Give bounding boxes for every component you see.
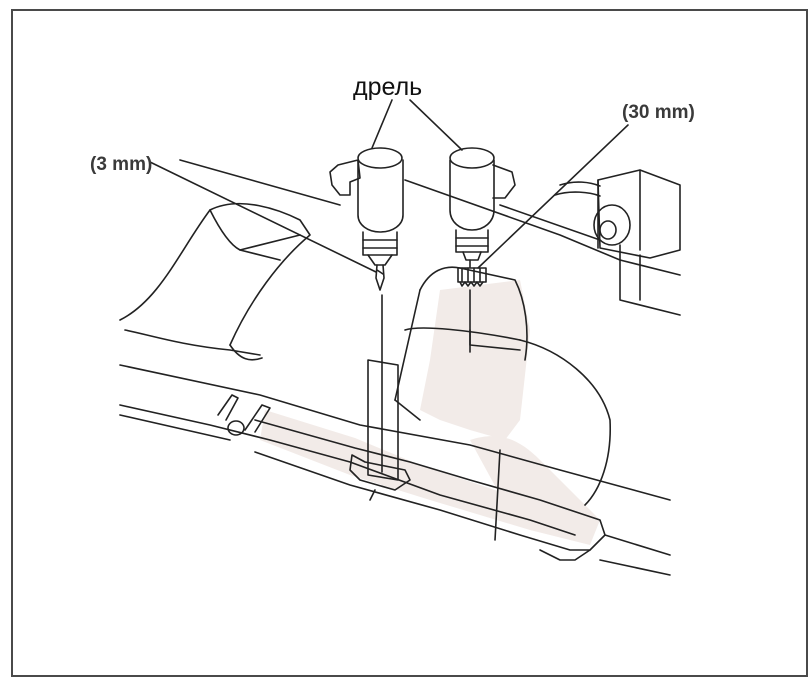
knob-icon <box>593 204 631 246</box>
shaded-channel <box>260 410 600 545</box>
trim-channel <box>254 419 606 551</box>
diagram-frame <box>11 9 808 677</box>
clip-hole-icon <box>227 420 245 436</box>
slot-cut <box>367 359 399 481</box>
shaded-bump <box>470 436 600 520</box>
label-hole-saw: (30 mm) <box>622 102 695 123</box>
shaded-saw-zone <box>420 280 530 440</box>
leader-small-bit <box>149 161 377 273</box>
drill-right <box>449 147 516 287</box>
drill-left <box>329 147 404 291</box>
label-drill: дрель <box>353 73 422 101</box>
panel-line-upper <box>179 159 341 206</box>
leader-drill-right <box>409 99 463 151</box>
lower-body-line-2 <box>119 404 576 536</box>
clip <box>217 394 239 421</box>
inner-curve <box>419 266 528 361</box>
hole-saw-icon <box>457 267 487 283</box>
leader-drill-left <box>371 99 393 149</box>
label-small-bit: (3 mm) <box>90 154 152 175</box>
leader-hole-saw <box>477 124 629 269</box>
lower-body-line-1 <box>119 364 671 501</box>
left-hump-panel <box>119 202 311 346</box>
